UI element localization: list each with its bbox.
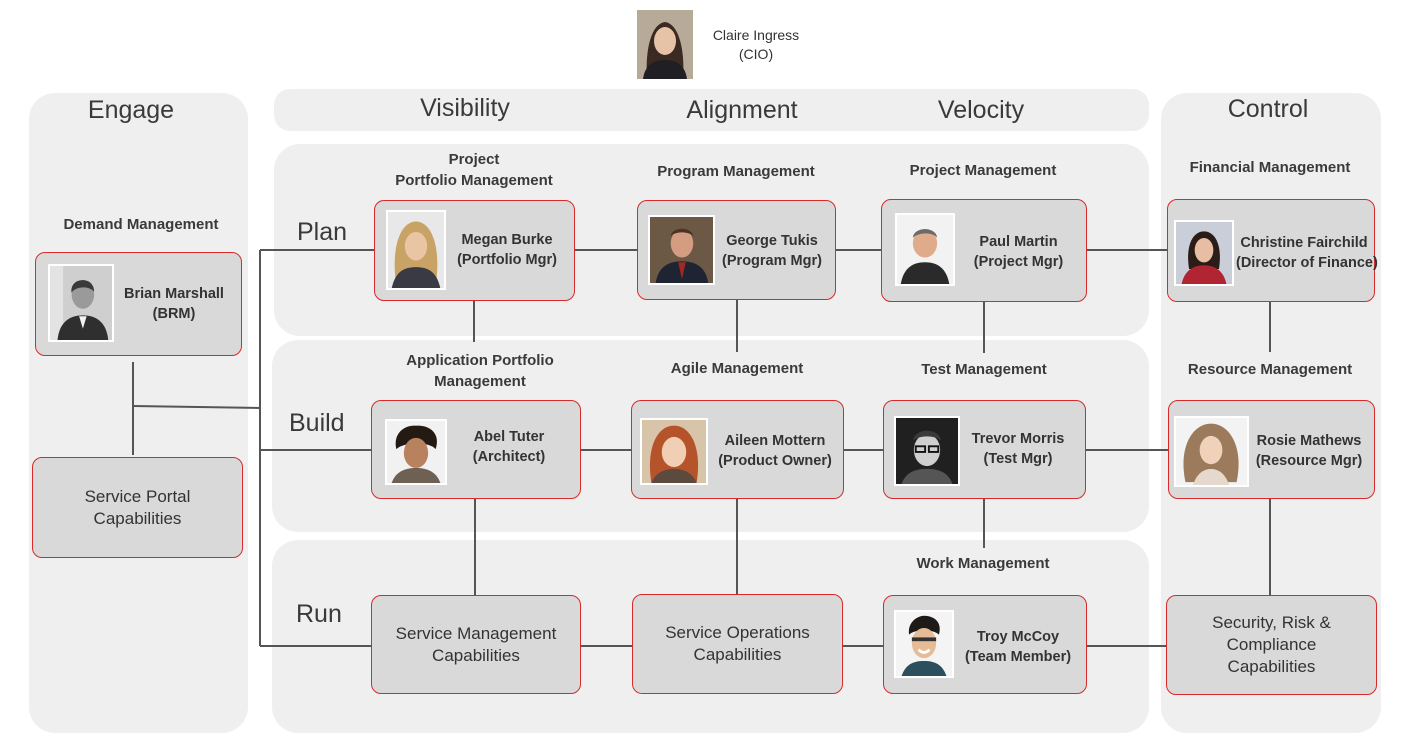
- person-role-abel: (Architect): [472, 449, 546, 465]
- person-card-brian-marshall[interactable]: Brian Marshall (BRM): [35, 252, 242, 356]
- column-header-alignment: Alignment: [686, 96, 798, 124]
- person-photo-paul: [895, 213, 955, 286]
- column-header-engage: Engage: [87, 96, 175, 124]
- person-name-brian: Brian Marshall: [124, 286, 224, 302]
- person-label-george: George Tukis (Program Mgr): [716, 231, 828, 271]
- person-photo-aileen: [640, 418, 708, 485]
- person-label-troy: Troy McCoy (Team Member): [958, 627, 1078, 667]
- row-label-plan: Plan: [297, 218, 348, 246]
- capability-line: Compliance: [1226, 635, 1317, 654]
- cio-name: Claire Ingress: [712, 27, 800, 43]
- person-role-george: (Program Mgr): [722, 253, 822, 269]
- person-label-christine: Christine Fairchild (Director of Finance…: [1236, 233, 1378, 273]
- person-name-george: George Tukis: [726, 233, 818, 249]
- capability-label-security-risk-compliance: Security, Risk & Compliance Capabilities: [1167, 612, 1376, 678]
- section-ppm-line1: Project: [448, 151, 500, 168]
- capability-line: Service Management: [395, 623, 557, 643]
- person-photo-brian: [48, 264, 114, 342]
- person-role-aileen: (Product Owner): [718, 453, 832, 469]
- person-role-paul: (Project Mgr): [973, 254, 1064, 270]
- capability-card-service-management[interactable]: Service Management Capabilities: [371, 595, 581, 694]
- person-card-george-tukis[interactable]: George Tukis (Program Mgr): [637, 200, 836, 300]
- person-photo-christine: [1174, 220, 1234, 286]
- row-label-run: Run: [296, 600, 342, 628]
- capability-label-service-management: Service Management Capabilities: [372, 623, 580, 667]
- section-project-portfolio-management: Project Portfolio Management: [374, 149, 574, 191]
- engage-panel: [29, 93, 248, 733]
- person-card-paul-martin[interactable]: Paul Martin (Project Mgr): [881, 199, 1087, 302]
- section-work-management: Work Management: [916, 555, 1050, 572]
- cio-role: (CIO): [738, 46, 774, 62]
- person-role-christine: (Director of Finance): [1236, 255, 1378, 271]
- person-card-megan-burke[interactable]: Megan Burke (Portfolio Mgr): [374, 200, 575, 301]
- person-card-christine-fairchild[interactable]: Christine Fairchild (Director of Finance…: [1167, 199, 1378, 302]
- person-photo-abel: [385, 419, 447, 485]
- capability-card-service-portal[interactable]: Service Portal Capabilities: [32, 457, 243, 558]
- person-name-paul: Paul Martin: [979, 234, 1058, 250]
- section-demand-management: Demand Management: [63, 216, 219, 233]
- column-header-visibility: Visibility: [420, 94, 510, 122]
- person-label-brian: Brian Marshall (BRM): [116, 284, 232, 324]
- person-role-megan: (Portfolio Mgr): [457, 252, 557, 268]
- person-role-troy: (Team Member): [964, 649, 1072, 665]
- person-role-brian: (BRM): [152, 306, 196, 322]
- row-label-build: Build: [289, 409, 345, 437]
- person-name-trevor: Trevor Morris: [971, 431, 1065, 447]
- person-card-troy-mccoy[interactable]: Troy McCoy (Team Member): [883, 595, 1087, 694]
- section-application-portfolio-management: Application Portfolio Management: [380, 350, 580, 392]
- capability-label-service-portal: Service Portal Capabilities: [33, 486, 242, 530]
- person-card-abel-tuter[interactable]: Abel Tuter (Architect): [371, 400, 581, 499]
- section-test-management: Test Management: [921, 361, 1047, 378]
- person-name-abel: Abel Tuter: [473, 429, 545, 445]
- section-financial-management: Financial Management: [1189, 159, 1351, 176]
- person-name-megan: Megan Burke: [461, 232, 553, 248]
- person-photo-george: [648, 215, 715, 285]
- section-ppm-line2: Portfolio Management: [395, 172, 553, 189]
- person-label-trevor: Trevor Morris (Test Mgr): [962, 429, 1074, 469]
- section-resource-management: Resource Management: [1187, 361, 1353, 378]
- person-label-paul: Paul Martin (Project Mgr): [962, 232, 1075, 272]
- capability-line: Service Operations: [665, 623, 810, 642]
- capability-line: Capabilities: [1227, 657, 1316, 676]
- capability-line: Service Portal: [84, 486, 191, 506]
- person-label-aileen: Aileen Mottern (Product Owner): [717, 431, 833, 471]
- cio-photo: [637, 10, 693, 79]
- person-role-rosie: (Resource Mgr): [1255, 453, 1363, 469]
- person-photo-trevor: [894, 416, 960, 486]
- capability-line: Capabilities: [693, 645, 782, 664]
- columns-header-bar: [274, 89, 1149, 131]
- person-label-rosie: Rosie Mathews (Resource Mgr): [1251, 431, 1367, 471]
- person-name-rosie: Rosie Mathews: [1256, 433, 1362, 449]
- capability-card-security-risk-compliance[interactable]: Security, Risk & Compliance Capabilities: [1166, 595, 1377, 695]
- person-name-troy: Troy McCoy: [976, 629, 1060, 645]
- person-label-abel: Abel Tuter (Architect): [455, 427, 563, 467]
- capability-line: Security, Risk &: [1212, 613, 1331, 632]
- person-photo-troy: [894, 610, 954, 678]
- capability-line: Capabilities: [432, 645, 520, 665]
- capability-label-service-operations: Service Operations Capabilities: [633, 622, 842, 666]
- section-apm-line2: Management: [434, 373, 526, 390]
- person-photo-rosie: [1174, 416, 1249, 487]
- person-card-trevor-morris[interactable]: Trevor Morris (Test Mgr): [883, 400, 1086, 499]
- person-name-christine: Christine Fairchild: [1240, 235, 1368, 251]
- column-header-velocity: Velocity: [937, 96, 1025, 124]
- person-label-megan: Megan Burke (Portfolio Mgr): [449, 230, 565, 270]
- capability-line: Capabilities: [93, 508, 182, 528]
- person-card-aileen-mottern[interactable]: Aileen Mottern (Product Owner): [631, 400, 844, 499]
- section-program-management: Program Management: [657, 163, 815, 180]
- column-header-control: Control: [1227, 95, 1309, 123]
- capability-card-service-operations[interactable]: Service Operations Capabilities: [632, 594, 843, 694]
- section-agile-management: Agile Management: [670, 360, 804, 377]
- person-name-aileen: Aileen Mottern: [724, 433, 826, 449]
- person-role-trevor: (Test Mgr): [983, 451, 1053, 467]
- section-project-management: Project Management: [909, 162, 1057, 179]
- cio-label: Claire Ingress (CIO): [700, 26, 812, 64]
- person-photo-megan: [386, 210, 446, 290]
- section-apm-line1: Application Portfolio: [406, 352, 554, 369]
- person-card-rosie-mathews[interactable]: Rosie Mathews (Resource Mgr): [1168, 400, 1375, 499]
